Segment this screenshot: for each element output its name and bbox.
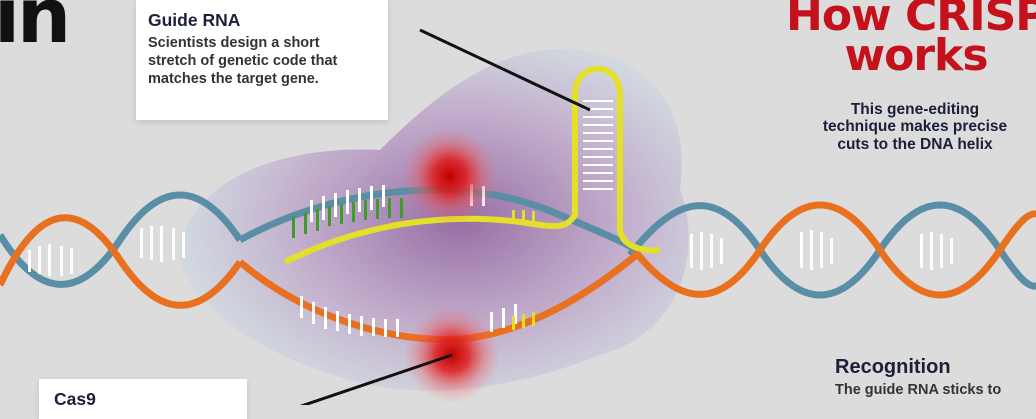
guide-rna-body-line-3: matches the target gene. [148, 70, 388, 88]
headline-line-2: works [786, 36, 1036, 76]
page-headline: How CRISPR works [786, 0, 1036, 75]
subhead-line-1: This gene-editing [790, 101, 1036, 118]
recognition-callout: Recognition The guide RNA sticks to [819, 356, 1036, 416]
page-subhead: This gene-editing technique makes precis… [790, 101, 1036, 153]
subhead-line-3: cuts to the DNA helix [790, 136, 1036, 153]
subhead-line-2: technique makes precise [790, 118, 1036, 135]
recognition-body: The guide RNA sticks to [835, 381, 1036, 399]
recognition-title: Recognition [835, 356, 1036, 379]
guide-rna-callout: Guide RNA Scientists design a short stre… [136, 0, 388, 120]
cas9-title: Cas9 [54, 389, 247, 410]
dna-helix-right [630, 205, 1036, 295]
headline-fragment-left: in [0, 0, 68, 54]
cut-site-upper-marker [402, 128, 498, 224]
guide-rna-body-line-1: Scientists design a short [148, 34, 388, 52]
guide-rna-title: Guide RNA [148, 10, 388, 31]
guide-rna-body-line-2: stretch of genetic code that [148, 52, 388, 70]
cas9-callout: Cas9 [39, 379, 247, 419]
